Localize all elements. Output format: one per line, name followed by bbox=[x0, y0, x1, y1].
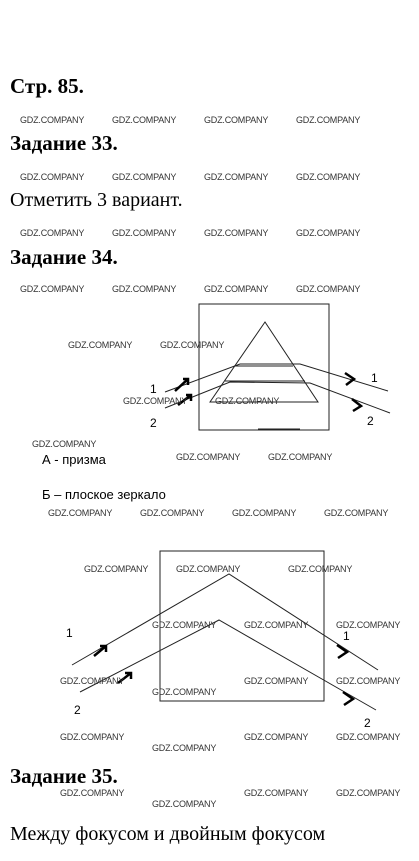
label-in-1: 1 bbox=[150, 382, 157, 396]
watermark: GDZ.COMPANY bbox=[244, 732, 309, 742]
label-out-2: 2 bbox=[364, 716, 371, 730]
watermark: GDZ.COMPANY bbox=[176, 452, 241, 462]
arrow-in-2-icon bbox=[117, 671, 133, 684]
watermark: GDZ.COMPANY bbox=[296, 172, 361, 182]
watermark: GDZ.COMPANY bbox=[60, 788, 125, 798]
arrow-out-1-icon bbox=[336, 643, 350, 660]
watermark: GDZ.COMPANY bbox=[20, 228, 85, 238]
task-35-answer: Между фокусом и двойным фокусом bbox=[10, 823, 326, 845]
watermark: GDZ.COMPANY bbox=[152, 799, 217, 809]
watermark: GDZ.COMPANY bbox=[244, 676, 309, 686]
watermark: GDZ.COMPANY bbox=[288, 564, 353, 574]
watermark: GDZ.COMPANY bbox=[140, 508, 205, 518]
task-35-title: Задание 35. bbox=[10, 764, 118, 788]
ray-1-path bbox=[164, 363, 389, 393]
ray-2-path bbox=[164, 381, 391, 414]
watermark: GDZ.COMPANY bbox=[232, 508, 297, 518]
watermark: GDZ.COMPANY bbox=[296, 115, 361, 125]
watermark: GDZ.COMPANY bbox=[112, 284, 177, 294]
watermark: GDZ.COMPANY bbox=[215, 396, 280, 406]
watermark: GDZ.COMPANY bbox=[204, 172, 269, 182]
prism-triangle bbox=[209, 321, 319, 403]
watermark: GDZ.COMPANY bbox=[20, 284, 85, 294]
watermark: GDZ.COMPANY bbox=[48, 508, 113, 518]
watermark: GDZ.COMPANY bbox=[152, 687, 217, 697]
watermark: GDZ.COMPANY bbox=[204, 284, 269, 294]
diagram-a-prism: 1 2 1 2 bbox=[150, 303, 391, 431]
watermark: GDZ.COMPANY bbox=[336, 676, 401, 686]
arrow-in-1-icon bbox=[174, 377, 190, 392]
watermark: GDZ.COMPANY bbox=[20, 115, 85, 125]
label-in-2: 2 bbox=[74, 703, 81, 717]
watermark: GDZ.COMPANY bbox=[204, 228, 269, 238]
watermark: GDZ.COMPANY bbox=[268, 452, 333, 462]
watermark: GDZ.COMPANY bbox=[336, 620, 401, 630]
page-heading: Стр. 85. bbox=[10, 74, 84, 98]
watermark: GDZ.COMPANY bbox=[152, 620, 217, 630]
label-in-2: 2 bbox=[150, 416, 157, 430]
watermark: GDZ.COMPANY bbox=[336, 732, 401, 742]
watermark: GDZ.COMPANY bbox=[60, 732, 125, 742]
ray-2-path bbox=[79, 619, 377, 711]
watermark: GDZ.COMPANY bbox=[32, 439, 97, 449]
label-in-1: 1 bbox=[66, 626, 73, 640]
arrow-out-2-icon bbox=[342, 690, 356, 707]
label-out-1: 1 bbox=[343, 629, 350, 643]
watermark: GDZ.COMPANY bbox=[336, 788, 401, 798]
watermark: GDZ.COMPANY bbox=[244, 620, 309, 630]
watermark: GDZ.COMPANY bbox=[68, 340, 133, 350]
task-34-title: Задание 34. bbox=[10, 245, 118, 269]
watermark: GDZ.COMPANY bbox=[84, 564, 149, 574]
watermark: GDZ.COMPANY bbox=[123, 396, 188, 406]
watermark: GDZ.COMPANY bbox=[296, 228, 361, 238]
watermark: GDZ.COMPANY bbox=[204, 115, 269, 125]
watermark: GDZ.COMPANY bbox=[152, 743, 217, 753]
task-33-answer: Отметить 3 вариант. bbox=[10, 189, 183, 211]
arrow-in-2-icon bbox=[177, 393, 193, 406]
watermark: GDZ.COMPANY bbox=[112, 172, 177, 182]
task-33-title: Задание 33. bbox=[10, 131, 118, 155]
watermark: GDZ.COMPANY bbox=[324, 508, 389, 518]
arrow-in-1-icon bbox=[93, 644, 108, 657]
watermark: GDZ.COMPANY bbox=[20, 172, 85, 182]
label-out-2: 2 bbox=[367, 414, 374, 428]
watermark: GDZ.COMPANY bbox=[112, 228, 177, 238]
black-box bbox=[159, 550, 325, 702]
watermark: GDZ.COMPANY bbox=[160, 340, 225, 350]
watermark: GDZ.COMPANY bbox=[296, 284, 361, 294]
caption-a: А - призма bbox=[42, 452, 106, 467]
watermark: GDZ.COMPANY bbox=[244, 788, 309, 798]
watermark: GDZ.COMPANY bbox=[112, 115, 177, 125]
ray-1-path bbox=[71, 573, 379, 671]
arrow-out-2-icon bbox=[351, 398, 364, 413]
black-box bbox=[198, 303, 330, 431]
watermark: GDZ.COMPANY bbox=[60, 676, 125, 686]
caption-b: Б – плоское зеркало bbox=[42, 487, 166, 502]
arrow-out-1-icon bbox=[344, 371, 357, 386]
label-out-1: 1 bbox=[371, 371, 378, 385]
watermark: GDZ.COMPANY bbox=[176, 564, 241, 574]
diagram-b-mirror: 1 2 1 2 bbox=[66, 550, 379, 730]
